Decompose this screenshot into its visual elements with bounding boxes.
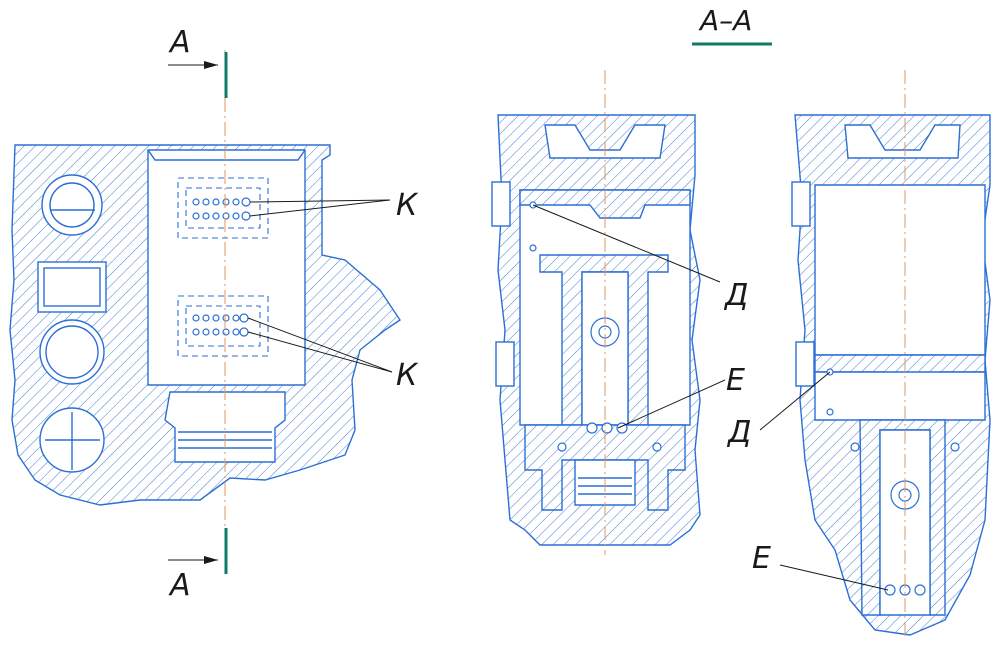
port-box-upper-inner xyxy=(185,187,261,229)
label-e-left: Е xyxy=(726,363,745,398)
left-sleeve xyxy=(164,391,286,463)
label-d-right: Д xyxy=(726,415,751,450)
right-section xyxy=(759,70,991,640)
upper-round-port xyxy=(41,174,103,236)
rect-port xyxy=(37,261,107,313)
cut-label-top: А xyxy=(168,25,191,60)
label-k-upper: К xyxy=(396,188,419,223)
label-k-lower: К xyxy=(396,358,419,393)
cut-label-bottom: А xyxy=(168,568,191,603)
left-view xyxy=(9,50,401,574)
port-box-upper xyxy=(177,177,269,239)
port-holes-lower xyxy=(192,313,249,337)
section-title: А–А xyxy=(698,4,752,37)
port-box-lower-inner xyxy=(185,305,261,347)
port-holes-upper xyxy=(192,197,251,221)
label-d-left: Д xyxy=(723,278,748,313)
left-bore xyxy=(147,149,306,386)
middle-section xyxy=(491,70,726,555)
middle-round-port xyxy=(39,319,105,385)
label-e-right: Е xyxy=(752,541,771,576)
right-bore xyxy=(814,184,986,356)
